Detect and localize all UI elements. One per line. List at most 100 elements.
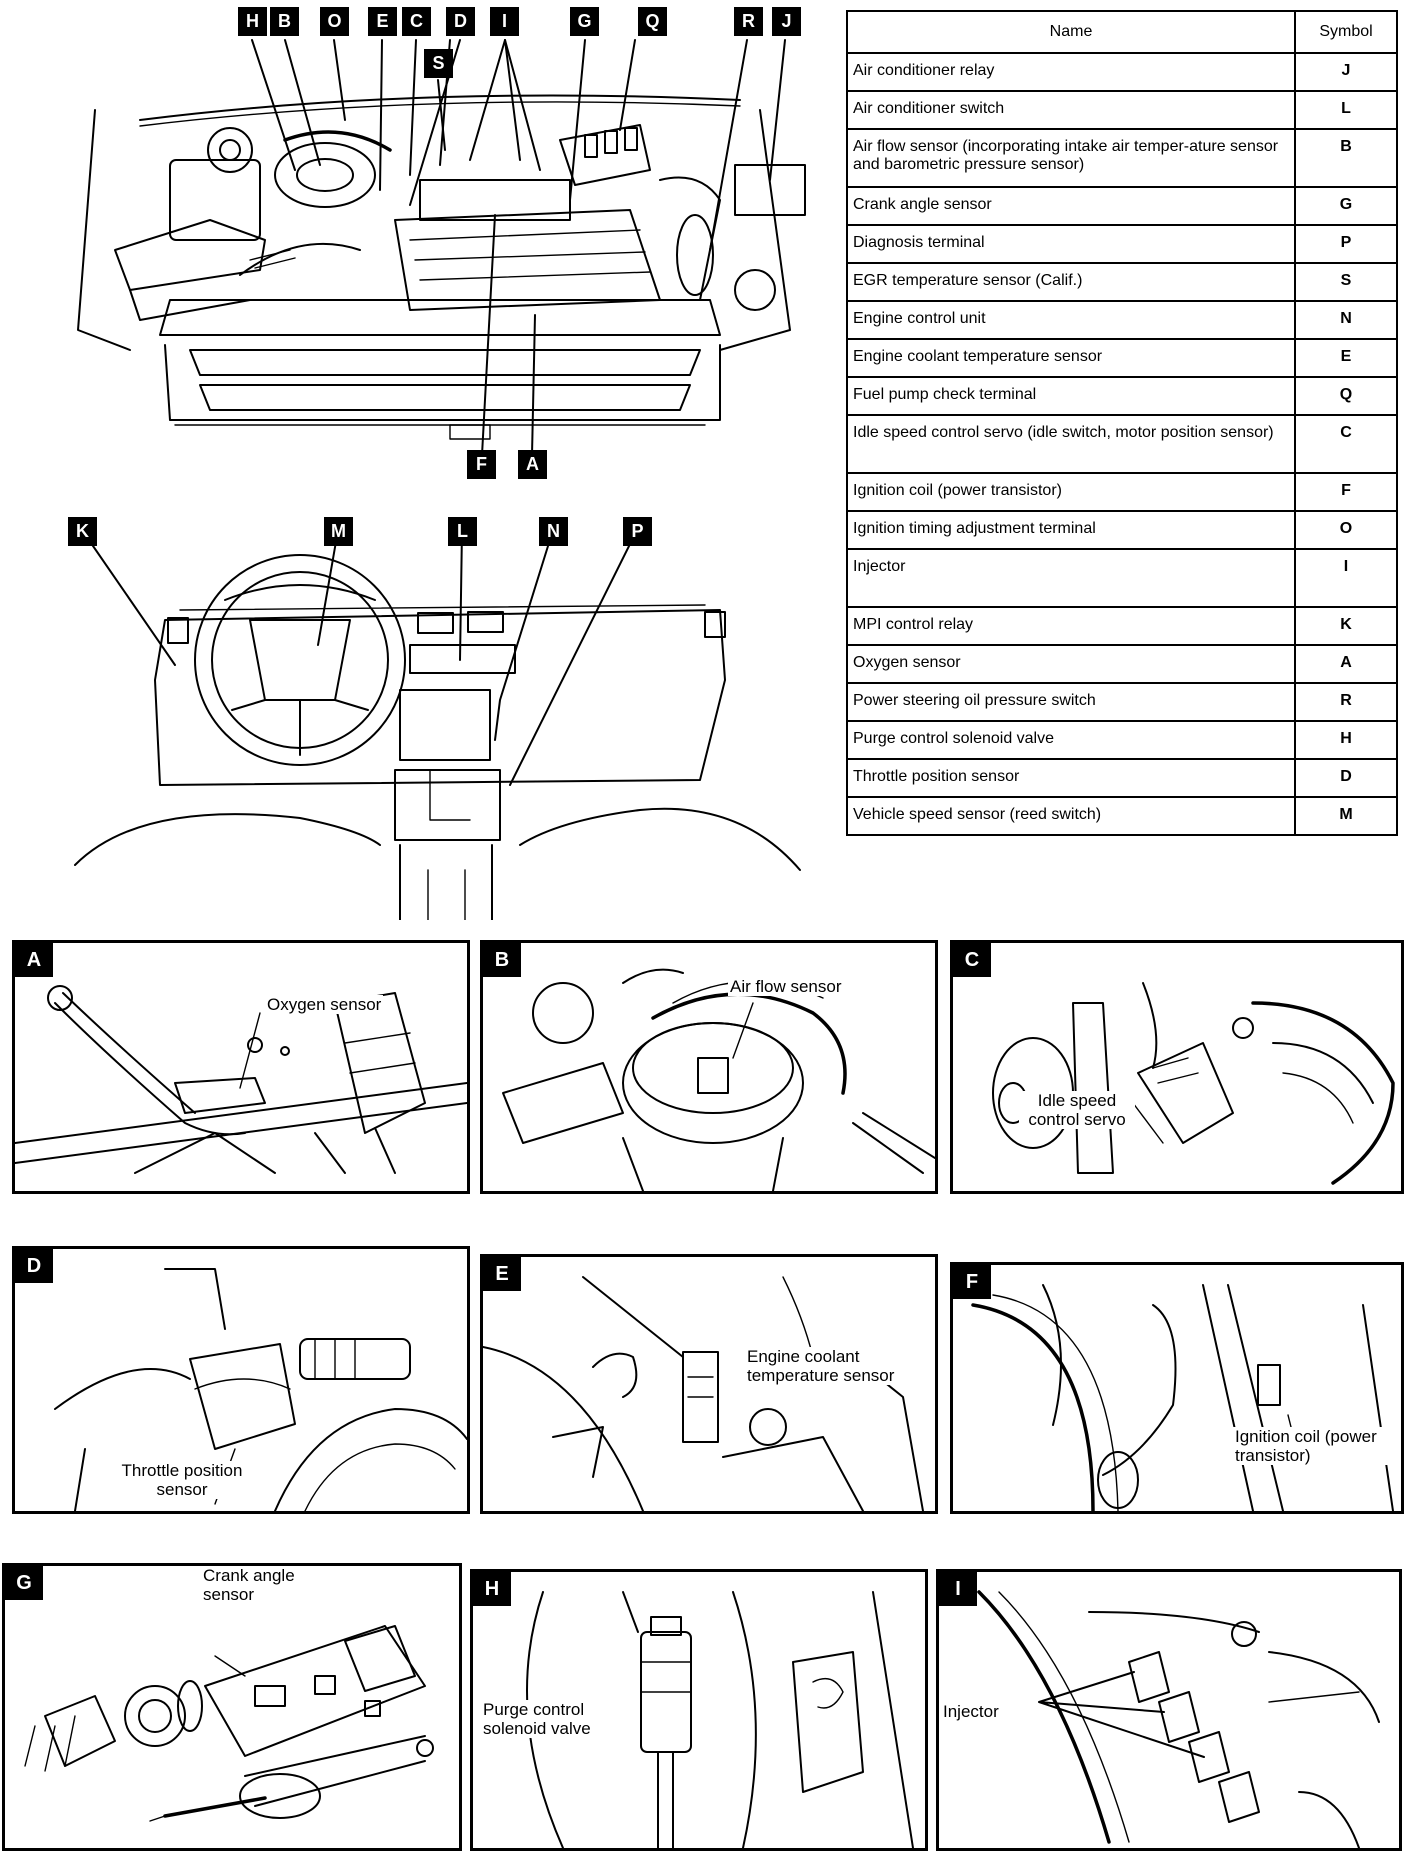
panel-c-drawing [992, 982, 1395, 1185]
panel-f-drawing [971, 1284, 1394, 1511]
row-symbol: S [1294, 262, 1398, 302]
row-symbol: N [1294, 300, 1398, 340]
row-name: Air conditioner switch [846, 90, 1296, 130]
row-name: Air flow sensor (incorporating intake ai… [846, 128, 1296, 188]
panel-h-purge-control-solenoid-valve: H Purge control solenoid valve [470, 1569, 928, 1851]
row-name: Idle speed control servo (idle switch, m… [846, 414, 1296, 474]
callout-i: I [490, 7, 519, 36]
panel-b-tag: B [483, 943, 521, 977]
callout-j: J [772, 7, 801, 36]
callout-c: C [402, 7, 431, 36]
callout-d: D [446, 7, 475, 36]
row-symbol: H [1294, 720, 1398, 760]
row-name: Engine coolant temperature sensor [846, 338, 1296, 378]
panel-g-tag: G [5, 1566, 43, 1600]
panel-i-injector: I Injector [936, 1569, 1402, 1851]
row-symbol: K [1294, 606, 1398, 646]
row-symbol: P [1294, 224, 1398, 264]
panel-g-drawing [24, 1625, 434, 1822]
row-name: Injector [846, 548, 1296, 608]
panel-e-engine-coolant-temperature-sensor: E Engine coolant temperature sensor [480, 1254, 938, 1514]
row-name: Diagnosis terminal [846, 224, 1296, 264]
row-name: Ignition timing adjustment terminal [846, 510, 1296, 550]
row-symbol: B [1294, 128, 1398, 188]
callout-f: F [467, 450, 496, 479]
table-row: Air flow sensor (incorporating intake ai… [846, 128, 1398, 188]
row-name: MPI control relay [846, 606, 1296, 646]
engine-compartment-drawing [77, 39, 806, 456]
row-name: Throttle position sensor [846, 758, 1296, 798]
panel-b-caption: Air flow sensor [728, 977, 844, 996]
callout-a: A [518, 450, 547, 479]
callout-l: L [448, 517, 477, 546]
panel-i-drawing [977, 1590, 1380, 1848]
callout-o: O [320, 7, 349, 36]
callout-e: E [368, 7, 397, 36]
table-row: Ignition coil (power transistor)F [846, 472, 1398, 512]
panel-d-drawing [54, 1268, 467, 1511]
panel-f-caption: Ignition coil (power transistor) [1233, 1427, 1401, 1465]
panel-b-air-flow-sensor: B Air flow sensor [480, 940, 938, 1194]
row-name: Air conditioner relay [846, 52, 1296, 92]
panel-i-caption: Injector [941, 1702, 1001, 1721]
row-symbol: M [1294, 796, 1398, 836]
table-header-row: Name Symbol [846, 10, 1398, 54]
column-header-symbol: Symbol [1294, 10, 1398, 54]
row-symbol: A [1294, 644, 1398, 684]
table-row: Vehicle speed sensor (reed switch)M [846, 796, 1398, 836]
dashboard-drawing [74, 529, 801, 920]
row-name: Purge control solenoid valve [846, 720, 1296, 760]
row-symbol: Q [1294, 376, 1398, 416]
panel-d-caption: Throttle position sensor [105, 1461, 259, 1499]
panel-g-crank-angle-sensor: G Crank angle sensor [2, 1563, 462, 1851]
callout-k: K [68, 517, 97, 546]
panel-a-caption: Oxygen sensor [265, 995, 384, 1014]
row-symbol: R [1294, 682, 1398, 722]
row-name: EGR temperature sensor (Calif.) [846, 262, 1296, 302]
panel-d-tag: D [15, 1249, 53, 1283]
callout-g: G [570, 7, 599, 36]
panel-i-tag: I [939, 1572, 977, 1606]
panel-d-throttle-position-sensor: D Throttle position sensor [12, 1246, 470, 1514]
row-name: Ignition coil (power transistor) [846, 472, 1296, 512]
callout-p: P [623, 517, 652, 546]
callout-n: N [539, 517, 568, 546]
panel-a-oxygen-sensor: A Oxygen sensor [12, 940, 470, 1194]
row-name: Vehicle speed sensor (reed switch) [846, 796, 1296, 836]
row-symbol: D [1294, 758, 1398, 798]
row-symbol: J [1294, 52, 1398, 92]
row-name: Fuel pump check terminal [846, 376, 1296, 416]
row-symbol: O [1294, 510, 1398, 550]
row-symbol: E [1294, 338, 1398, 378]
panel-e-caption: Engine coolant temperature sensor [745, 1347, 935, 1385]
panel-b-drawing [502, 968, 935, 1191]
panel-c-tag: C [953, 943, 991, 977]
row-symbol: F [1294, 472, 1398, 512]
panel-a-drawing [15, 985, 467, 1174]
panel-f-ignition-coil: F Ignition coil (power transistor) [950, 1262, 1404, 1514]
panel-h-caption: Purge control solenoid valve [481, 1700, 605, 1738]
row-name: Crank angle sensor [846, 186, 1296, 226]
column-header-name: Name [846, 10, 1296, 54]
table-row: Idle speed control servo (idle switch, m… [846, 414, 1398, 474]
row-symbol: L [1294, 90, 1398, 130]
panel-h-tag: H [473, 1572, 511, 1606]
callout-m: M [324, 517, 353, 546]
row-symbol: I [1294, 548, 1398, 608]
panel-c-idle-speed-control-servo: C Idle speed control servo [950, 940, 1404, 1194]
callout-r: R [734, 7, 763, 36]
panel-f-tag: F [953, 1265, 991, 1299]
